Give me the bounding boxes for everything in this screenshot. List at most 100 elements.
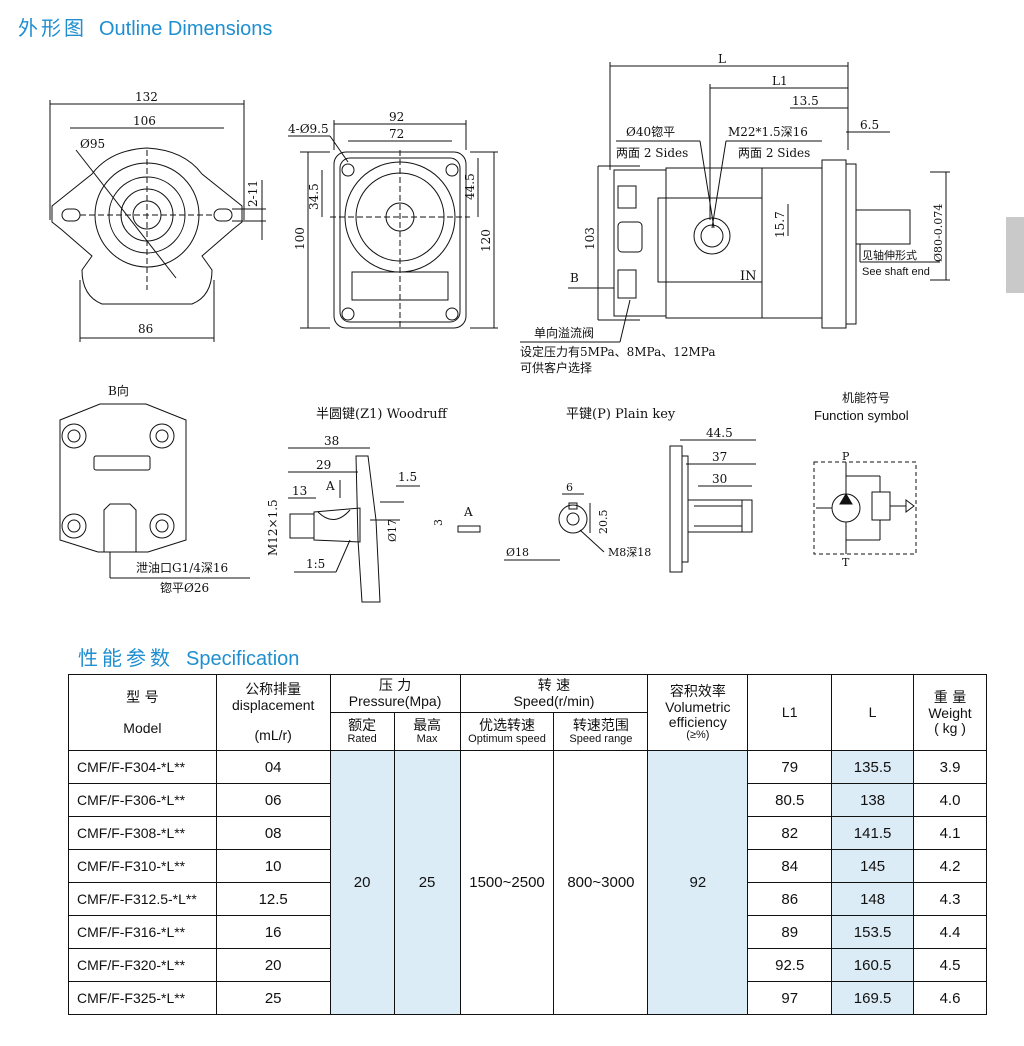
cell-l1: 89 [747, 915, 833, 949]
dim-86: 86 [138, 322, 153, 336]
spot-label: 锪平Ø26 [160, 580, 209, 595]
woodruff-view: 半圆键(Z1) Woodruff 38 29 13 A 1.5 M12×1.5 … [266, 407, 481, 603]
dim-L1: L1 [772, 74, 788, 88]
cell-model: CMF/F-F304-*L** [68, 750, 217, 784]
port-right-sub: 两面 2 Sides [738, 146, 810, 160]
table-row: CMF/F-F325-*L** 25 97 169.5 4.6 [68, 981, 987, 1015]
cell-range: 800~3000 [553, 750, 649, 1015]
plain-key-title: 平键(P) Plain key [566, 407, 676, 422]
cell-model: CMF/F-F316-*L** [68, 915, 217, 949]
cell-disp: 25 [215, 981, 331, 1015]
cell-l: 138 [831, 783, 915, 817]
b-view-label: B向 [108, 383, 129, 398]
port-left-sub: 两面 2 Sides [616, 146, 688, 160]
table-row: CMF/F-F310-*L** 10 84 145 4.2 [68, 849, 987, 883]
header-l1: L1 [747, 674, 833, 751]
cell-l1: 82 [747, 816, 833, 850]
woodruff-a: A [325, 479, 335, 493]
dim-29: 29 [316, 458, 331, 472]
cell-weight: 4.2 [913, 849, 987, 883]
spec-title-cn: 性能参数 [78, 646, 174, 670]
side-tab [1006, 217, 1024, 293]
cell-weight: 4.1 [913, 816, 987, 850]
dim-13: 13 [292, 484, 307, 498]
cell-l: 145 [831, 849, 915, 883]
flange-view: 4-Ø9.5 92 72 100 34.5 44.5 120 [288, 110, 498, 330]
dim-6-5: 6.5 [860, 118, 879, 132]
cell-model: CMF/F-F325-*L** [68, 981, 217, 1015]
cell-l: 141.5 [831, 816, 915, 850]
front-view: 132 106 Ø95 86 2-11 [49, 90, 266, 342]
cell-disp: 10 [215, 849, 331, 883]
cell-l1: 86 [747, 882, 833, 916]
cell-l: 160.5 [831, 948, 915, 982]
dim-92: 92 [389, 110, 404, 124]
cell-l1: 97 [747, 981, 833, 1015]
dim-80: Ø80-0.074 [932, 204, 945, 262]
port-t: T [842, 556, 850, 569]
woodruff-title: 半圆键(Z1) Woodruff [316, 407, 449, 422]
valve-note-2: 可供客户选择 [520, 360, 592, 375]
valve-label: 单向溢流阀 [534, 325, 594, 340]
dim-132: 132 [135, 90, 158, 104]
table-row: CMF/F-F306-*L** 06 80.5 138 4.0 [68, 783, 987, 817]
cell-l1: 84 [747, 849, 833, 883]
dim-1-5: 1.5 [398, 470, 417, 484]
port-right: M22*1.5深16 [728, 125, 808, 139]
dim-m12: M12×1.5 [266, 499, 280, 556]
drain-label: 泄油口G1/4深16 [136, 561, 228, 575]
cell-l: 169.5 [831, 981, 915, 1015]
dim-key-3: 3 [432, 519, 445, 526]
port-p: P [842, 450, 850, 463]
dim-120: 120 [479, 229, 493, 252]
table-row: CMF/F-F308-*L** 08 82 141.5 4.1 [68, 816, 987, 850]
cell-model: CMF/F-F320-*L** [68, 948, 217, 982]
cell-weight: 4.0 [913, 783, 987, 817]
cell-disp: 08 [215, 816, 331, 850]
dim-106: 106 [133, 114, 156, 128]
cell-model: CMF/F-F310-*L** [68, 849, 217, 883]
dim-2-11: 2-11 [246, 180, 260, 207]
table-row: CMF/F-F304-*L** 04 20 25 1500~2500 800~3… [68, 750, 987, 1015]
function-symbol: 机能符号 Function symbol P T [813, 390, 917, 569]
dim-15-7: 15.7 [773, 211, 787, 238]
valve-note-1: 设定压力有5MPa、8MPa、12MPa [520, 344, 715, 359]
spec-title-en: Specification [186, 648, 300, 670]
table-row: CMF/F-F316-*L** 16 89 153.5 4.4 [68, 915, 987, 949]
cell-efficiency: 92 [647, 750, 749, 1015]
label-in: IN [740, 269, 757, 284]
dim-37: 37 [712, 450, 727, 464]
dim-13-5: 13.5 [792, 94, 819, 108]
cell-l: 148 [831, 882, 915, 916]
cell-weight: 4.4 [913, 915, 987, 949]
cell-l1: 92.5 [747, 948, 833, 982]
header-l: L [831, 674, 915, 751]
dim-20-5: 20.5 [597, 510, 610, 535]
label-b: B [570, 271, 579, 285]
cell-model: CMF/F-F308-*L** [68, 816, 217, 850]
dim-44-5b: 44.5 [706, 426, 733, 440]
shaft-note-cn: 见轴伸形式 [862, 248, 917, 262]
b-view: B向 泄油口G1/4深16 锪平Ø26 [59, 383, 250, 595]
table-row: CMF/F-F312.5-*L** 12.5 86 148 4.3 [68, 882, 987, 916]
dim-taper: 1:5 [306, 557, 325, 571]
dim-17: Ø17 [386, 519, 399, 542]
cell-l: 135.5 [831, 750, 915, 784]
cell-disp: 12.5 [215, 882, 331, 916]
table-row: CMF/F-F320-*L** 20 92.5 160.5 4.5 [68, 948, 987, 982]
dim-95: Ø95 [80, 137, 105, 151]
plain-key-view: 平键(P) Plain key 6 20.5 Ø18 M8深18 44.5 37… [504, 407, 756, 573]
cell-disp: 16 [215, 915, 331, 949]
dim-44-5: 44.5 [463, 173, 477, 200]
cell-model: CMF/F-F312.5-*L** [68, 882, 217, 916]
shaft-note-en: See shaft end [862, 266, 930, 278]
outline-title-en: Outline Dimensions [99, 18, 273, 40]
cell-weight: 4.5 [913, 948, 987, 982]
